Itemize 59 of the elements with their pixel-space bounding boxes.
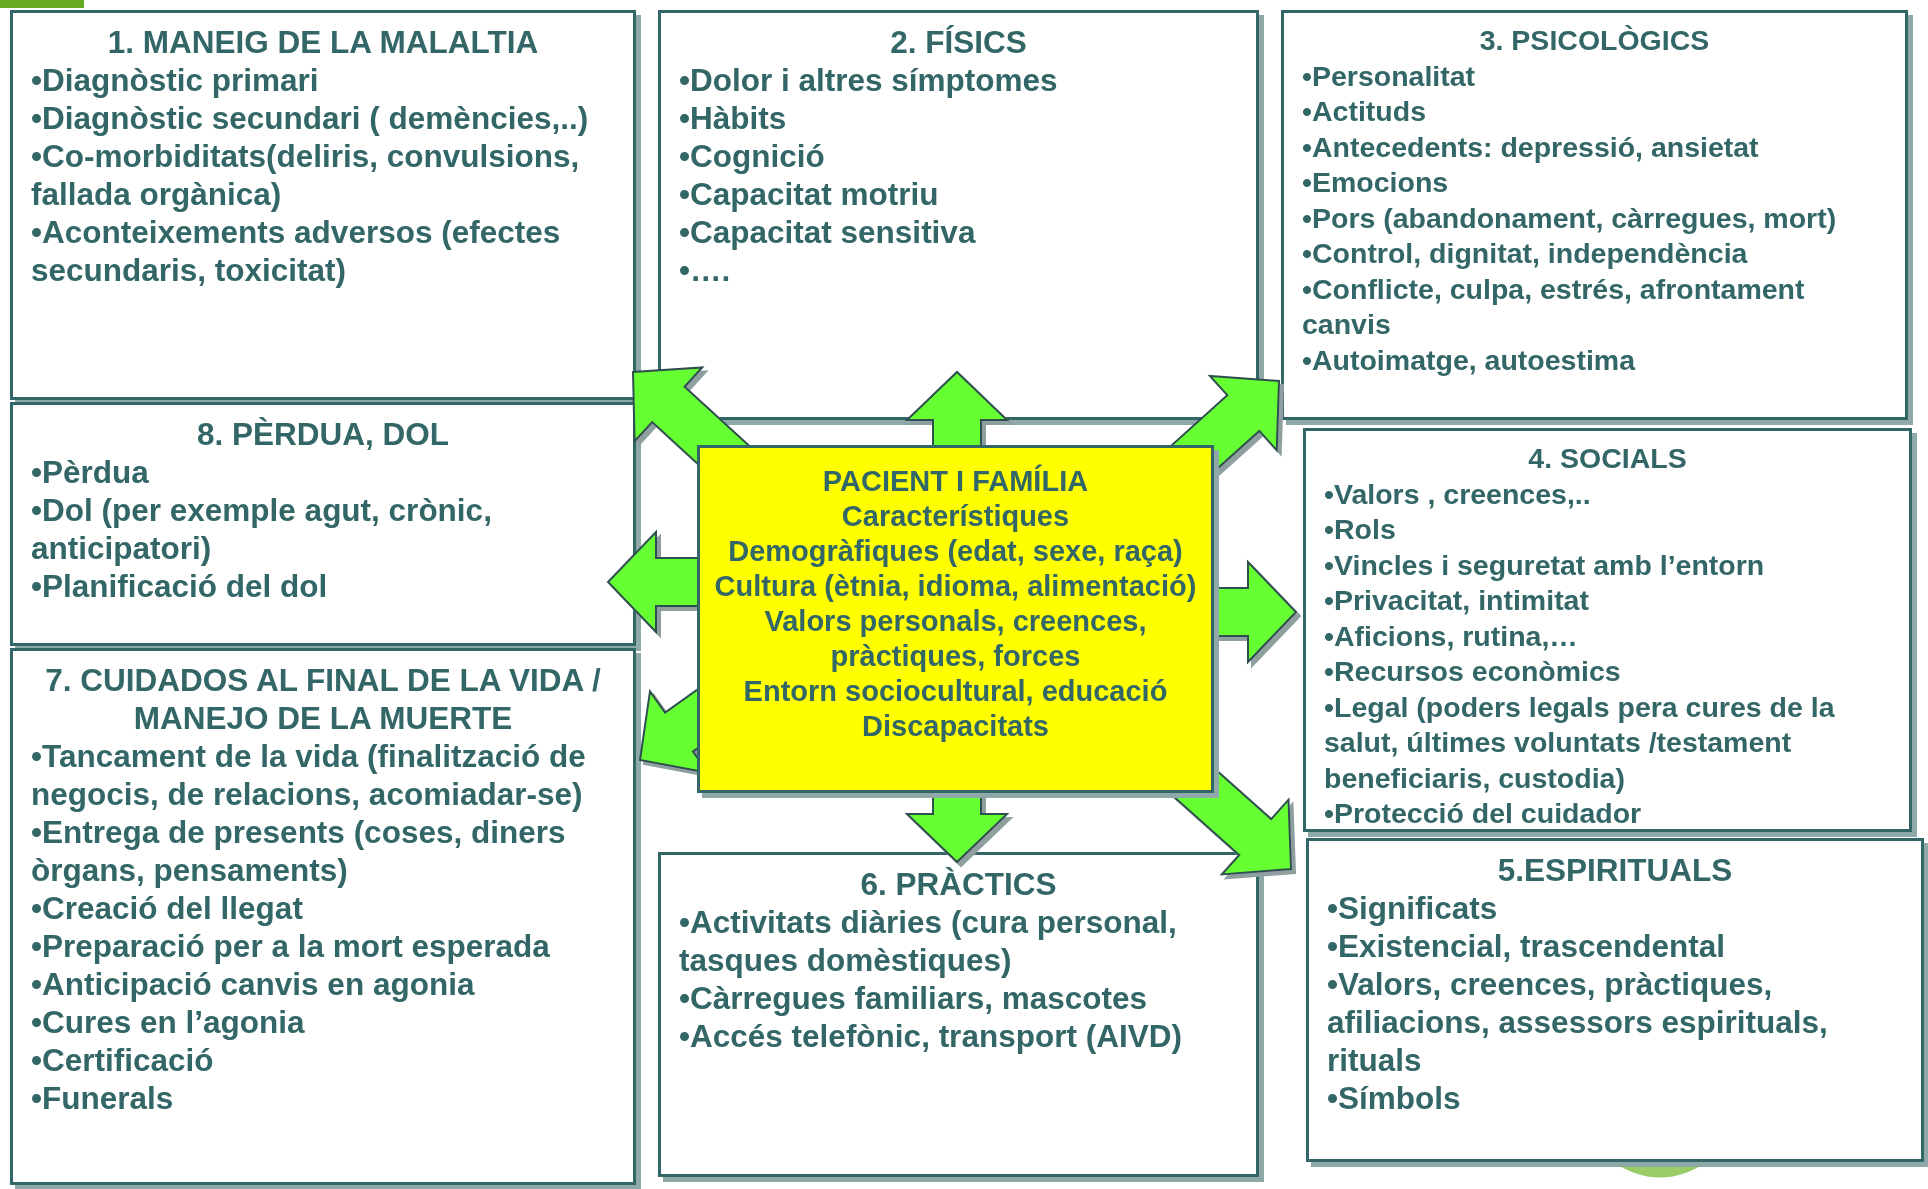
box-heading: 7. CUIDADOS AL FINAL DE LA VIDA / MANEJO DE LA MUERTE (44, 661, 602, 737)
bullet-item: •Accés telefònic, transport (AIVD) (679, 1017, 1183, 1055)
bullet-item: •Valors , creences,.. (1324, 476, 1592, 512)
bullet-item: •Actituds (1302, 94, 1427, 129)
bullet-item: •Certificació (31, 1041, 215, 1079)
characteristic-line: Cultura (ètnia, idioma, alimentació) (713, 569, 1198, 604)
characteristic-line: Característiques (840, 499, 1071, 534)
box-heading: 2. FÍSICS (889, 23, 1028, 61)
bullet-item: •Vincles i seguretat amb l’entorn (1324, 547, 1766, 583)
box-heading: 4. SOCIALS (1527, 441, 1688, 476)
bullet-item: •Aficions, rutina,… (1324, 618, 1579, 654)
bullet-item: •Legal (poders legals pera cures de la salut, últimes voluntats /testament beneficiaris, custodia) (1324, 689, 1836, 796)
bullet-item: •Símbols (1327, 1079, 1462, 1117)
bullet-item: •Antecedents: depressió, ansietat (1302, 129, 1760, 165)
bullet-item: •Personalitat (1302, 58, 1477, 94)
box-heading: 6. PRÀCTICS (859, 865, 1058, 903)
characteristic-line: Valors personals, creences, pràctiques, forces (763, 604, 1148, 674)
bullet-item: •Emocions (1302, 165, 1450, 200)
bullet-item: •Control, dignitat, independència (1302, 236, 1749, 271)
bullet-item: •Autoimatge, autoestima (1302, 342, 1637, 378)
bullet-item: •Entrega de presents (coses, diners òrgans, pensaments) (31, 813, 567, 889)
characteristic-line: Demogràfiques (edat, sexe, raça) (727, 534, 1184, 569)
bullet-item: •Diagnòstic secundari ( demències,..) (31, 99, 590, 137)
bullet-item: •Rols (1324, 512, 1397, 547)
bullet-item: •Valors, creences, pràctiques, afiliacions, assessors espirituals, rituals (1327, 965, 1829, 1079)
characteristic-line: Discapacitats (861, 709, 1050, 744)
box-heading: 1. MANEIG DE LA MALALTIA (106, 23, 540, 61)
bullet-item: •Anticipació canvis en agonia (31, 965, 476, 1003)
bullet-item: •Creació del llegat (31, 889, 304, 927)
box-heading: 3. PSICOLÒGICS (1478, 23, 1711, 58)
box-heading: PACIENT I FAMÍLIA (821, 464, 1090, 499)
bullet-item: •Privacitat, intimitat (1324, 583, 1590, 618)
bullet-item: •Capacitat motriu (679, 175, 940, 213)
bullet-item: •Dol (per exemple agut, crònic, anticipatori) (31, 491, 493, 567)
bullet-item: •Tancament de la vida (finalització de negocis, de relacions, acomiadar-se) (31, 737, 587, 813)
bullet-item: •Aconteixements adversos (efectes secundaris, toxicitat) (31, 213, 562, 289)
bullet-item: •Dolor i altres símptomes (679, 61, 1059, 99)
bullet-item: •Activitats diàries (cura personal, tasques domèstiques) (679, 903, 1178, 979)
bullet-item: •Cures en l’agonia (31, 1003, 306, 1041)
bullet-item: •Recursos econòmics (1324, 654, 1622, 689)
bullet-item: •Capacitat sensitiva (679, 213, 977, 251)
bullet-item: •Protecció del cuidador (1324, 796, 1643, 831)
bullet-item: •Cognició (679, 137, 826, 175)
bullet-item: •Co-morbiditats(deliris, convulsions, fallada orgànica) (31, 137, 581, 213)
bullet-item: •Hàbits (679, 99, 788, 137)
bullet-item: •Pors (abandonament, càrregues, mort) (1302, 200, 1838, 236)
bullet-item: •…. (679, 251, 732, 289)
bullet-item: •Preparació per a la mort esperada (31, 927, 551, 965)
box-heading: 8. PÈRDUA, DOL (196, 415, 450, 453)
box-heading: 5.ESPIRITUALS (1496, 851, 1734, 889)
bullet-item: •Existencial, trascendental (1327, 927, 1726, 965)
bullet-item: •Pèrdua (31, 453, 150, 491)
bullet-item: •Càrregues familiars, mascotes (679, 979, 1148, 1017)
bullet-item: •Conflicte, culpa, estrés, afrontament canvis (1302, 271, 1806, 342)
characteristic-line: Entorn sociocultural, educació (742, 674, 1169, 709)
bullet-item: •Funerals (31, 1079, 175, 1117)
bullet-item: •Diagnòstic primari (31, 61, 320, 99)
bullet-item: •Planificació del dol (31, 567, 329, 605)
bullet-item: •Significats (1327, 889, 1499, 927)
